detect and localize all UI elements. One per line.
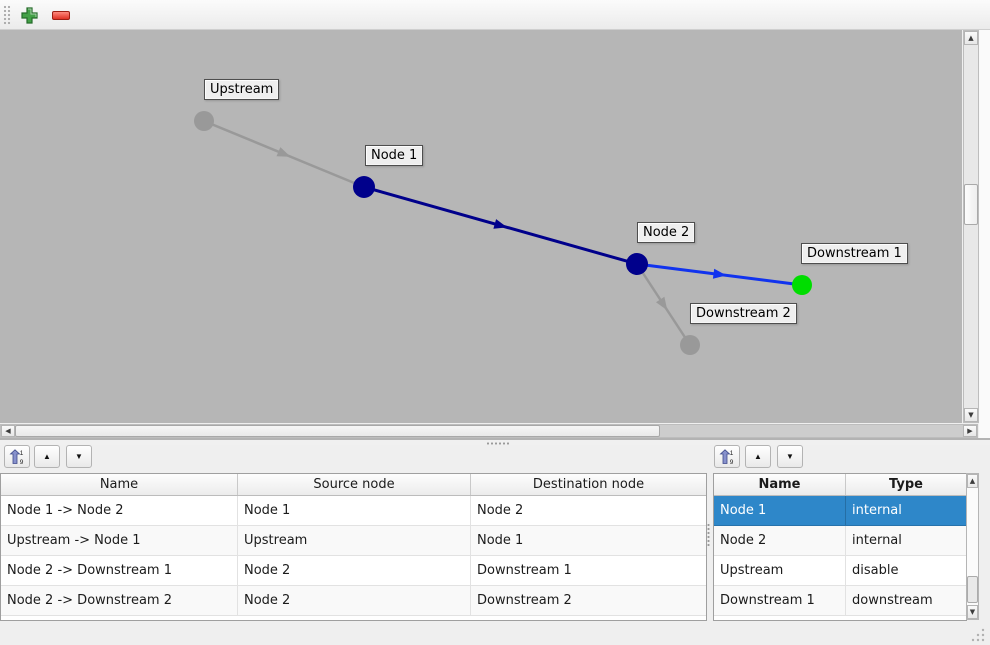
scroll-up-icon[interactable]: ▲: [964, 31, 978, 45]
column-header-name[interactable]: Name: [714, 474, 846, 495]
cell: Upstream: [714, 556, 846, 585]
column-header-source-node[interactable]: Source node: [238, 474, 471, 495]
edges-table: Name Source node Destination node Node 1…: [0, 473, 707, 621]
cell: Upstream: [238, 526, 471, 555]
nodes-scrollbar-thumb[interactable]: [967, 576, 978, 603]
up-triangle-icon: ▲: [43, 452, 51, 461]
edges-move-down-button[interactable]: ▼: [66, 445, 92, 468]
graph-canvas-svg: [194, 111, 812, 355]
cell: Downstream 1: [477, 563, 572, 578]
graph-node-label[interactable]: Downstream 2: [690, 303, 797, 324]
graph-node-label[interactable]: Downstream 1: [801, 243, 908, 264]
toolbar-grip-handle[interactable]: [3, 5, 11, 25]
vertical-splitter-grip[interactable]: [707, 523, 710, 547]
plus-icon: [20, 6, 38, 24]
nodes-table-row[interactable]: Node 1 internal: [714, 496, 966, 526]
cell: downstream: [852, 593, 933, 608]
cell: internal: [852, 533, 902, 548]
up-triangle-icon: ▲: [754, 452, 762, 461]
cell: Node 1: [714, 496, 846, 525]
edge-arrow-icon: [712, 268, 727, 279]
down-triangle-icon: ▼: [786, 452, 794, 461]
nodes-table-row[interactable]: Node 2 internal: [714, 526, 966, 556]
splitter-grip-icon: [486, 442, 510, 445]
column-header-type[interactable]: Type: [889, 477, 923, 492]
edges-table-header: Name Source node Destination node: [1, 474, 706, 496]
column-header-name[interactable]: Name: [1, 474, 238, 495]
right-margin: [979, 30, 990, 438]
main-toolbar: [0, 0, 990, 30]
nodes-sort-button[interactable]: 1 9: [714, 445, 740, 468]
cell: internal: [852, 503, 902, 518]
scroll-up-icon[interactable]: ▲: [967, 474, 978, 488]
nodes-move-up-button[interactable]: ▲: [745, 445, 771, 468]
cell: Node 1: [238, 496, 471, 525]
minus-icon: [52, 10, 70, 20]
svg-text:9: 9: [730, 459, 734, 465]
nodes-table-row[interactable]: Downstream 1 downstream: [714, 586, 966, 616]
horizontal-splitter[interactable]: [0, 438, 990, 445]
nodes-table-header: Name Type: [714, 474, 966, 496]
cell: Node 1 -> Node 2: [1, 496, 238, 525]
edges-move-up-button[interactable]: ▲: [34, 445, 60, 468]
svg-text:9: 9: [20, 459, 24, 465]
svg-text:1: 1: [730, 450, 734, 457]
graph-node[interactable]: [680, 335, 700, 355]
canvas-vertical-scrollbar[interactable]: ▲ ▼: [963, 30, 979, 423]
graph-node-label[interactable]: Upstream: [204, 79, 280, 100]
graph-node[interactable]: [792, 275, 812, 295]
edges-sort-button[interactable]: 1 9: [4, 445, 30, 468]
cell: Node 2: [477, 503, 524, 518]
horizontal-scrollbar-thumb[interactable]: [15, 425, 660, 437]
graph-node-label[interactable]: Node 2: [637, 222, 696, 243]
edge-arrow-icon: [656, 296, 668, 311]
cell: Node 2 -> Downstream 2: [1, 586, 238, 615]
cell: Node 1: [477, 533, 524, 548]
vertical-scrollbar-thumb[interactable]: [964, 184, 978, 225]
cell: Node 2 -> Downstream 1: [1, 556, 238, 585]
scroll-right-icon[interactable]: ▶: [963, 425, 977, 437]
graph-node[interactable]: [353, 176, 375, 198]
cell: Node 2: [238, 586, 471, 615]
nodes-table-scrollbar[interactable]: ▲ ▼: [966, 473, 979, 620]
cell: Upstream -> Node 1: [1, 526, 238, 555]
scroll-down-icon[interactable]: ▼: [964, 408, 978, 422]
graph-node-label[interactable]: Node 1: [365, 145, 424, 166]
down-triangle-icon: ▼: [75, 452, 83, 461]
cell: Downstream 2: [477, 593, 572, 608]
cell: disable: [852, 563, 899, 578]
cell: Node 2: [714, 526, 846, 555]
svg-text:1: 1: [20, 450, 24, 457]
nodes-move-down-button[interactable]: ▼: [777, 445, 803, 468]
scroll-down-icon[interactable]: ▼: [967, 605, 978, 619]
remove-button[interactable]: [49, 4, 73, 26]
add-button[interactable]: [17, 4, 41, 26]
scroll-left-icon[interactable]: ◀: [1, 425, 15, 437]
graph-node[interactable]: [626, 253, 648, 275]
edge-arrow-icon: [493, 219, 508, 229]
nodes-table-row[interactable]: Upstream disable: [714, 556, 966, 586]
window-resize-grip[interactable]: [969, 626, 987, 644]
edge-arrow-icon: [276, 147, 291, 157]
sort-1-9-icon: 1 9: [9, 448, 24, 465]
graph-node[interactable]: [194, 111, 214, 131]
cell: Node 2: [238, 556, 471, 585]
cell: Downstream 1: [714, 586, 846, 615]
canvas-horizontal-scrollbar[interactable]: ◀ ▶: [0, 424, 978, 438]
column-header-destination-node[interactable]: Destination node: [532, 477, 645, 492]
sort-1-9-icon: 1 9: [719, 448, 734, 465]
